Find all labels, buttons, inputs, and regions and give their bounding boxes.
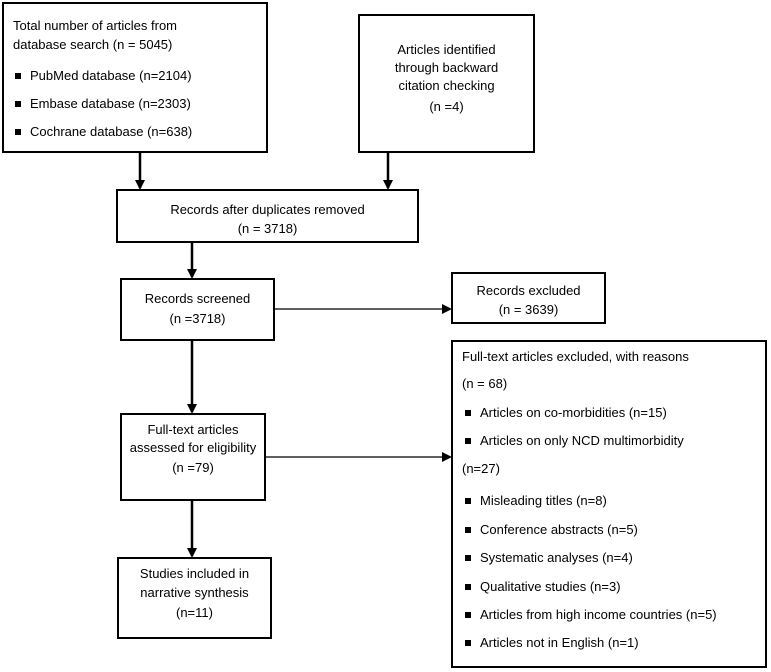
exclusion-reason-label: Articles not in English (n=1) — [480, 635, 639, 650]
exclusion-reason-continuation: (n=27) — [462, 461, 500, 476]
bullet-icon — [15, 128, 21, 135]
exclusion-reason: Articles from high income countries (n=5… — [465, 606, 717, 623]
backward-citation-line1: Articles identified — [397, 42, 496, 57]
bullet-icon — [465, 583, 471, 590]
records-excluded-count: (n = 3639) — [498, 302, 559, 317]
bullet-icon — [465, 639, 471, 646]
eligibility-box: Full-text articles assessed for eligibil… — [120, 413, 266, 501]
backward-citation-count: (n =4) — [429, 99, 464, 114]
bullet-icon — [465, 497, 471, 504]
exclusion-reason: Conference abstracts (n=5) — [465, 521, 638, 538]
studies-included-box: Studies included in narrative synthesis … — [117, 557, 272, 639]
eligibility-count: (n =79) — [172, 460, 214, 475]
backward-citation-line2: through backward — [394, 60, 499, 75]
exclusion-reason: Articles on only NCD multimorbidity — [465, 432, 684, 449]
bullet-icon — [465, 409, 471, 416]
bullet-icon — [465, 611, 471, 618]
exclusion-reason-label: Systematic analyses (n=4) — [480, 550, 633, 565]
records-excluded-label: Records excluded — [476, 283, 581, 298]
database-item: Embase database (n=2303) — [15, 95, 191, 112]
duplicates-removed-box: Records after duplicates removed (n = 37… — [116, 189, 419, 243]
database-item: Cochrane database (n=638) — [15, 123, 192, 140]
exclusion-reason-label: Conference abstracts (n=5) — [480, 522, 638, 537]
exclusion-reason-label: Articles on co-morbidities (n=15) — [480, 405, 667, 420]
database-item-label: PubMed database (n=2104) — [30, 68, 192, 83]
records-excluded-box: Records excluded (n = 3639) — [451, 272, 606, 324]
records-screened-box: Records screened (n =3718) — [120, 278, 275, 341]
records-screened-count: (n =3718) — [169, 311, 226, 326]
eligibility-line1: Full-text articles — [147, 422, 239, 437]
studies-included-line2: narrative synthesis — [140, 585, 249, 600]
backward-citation-box: Articles identified through backward cit… — [358, 14, 535, 153]
database-item-label: Embase database (n=2303) — [30, 96, 191, 111]
fulltext-excluded-box: Full-text articles excluded, with reason… — [451, 340, 767, 668]
backward-citation-line3: citation checking — [398, 78, 495, 93]
exclusion-reason: Articles on co-morbidities (n=15) — [465, 404, 667, 421]
exclusion-reason-label: Articles from high income countries (n=5… — [480, 607, 717, 622]
database-item: PubMed database (n=2104) — [15, 67, 192, 84]
exclusion-reason: Articles not in English (n=1) — [465, 634, 639, 651]
exclusion-reason-label: Qualitative studies (n=3) — [480, 579, 621, 594]
bullet-icon — [465, 526, 471, 533]
fulltext-excluded-count: (n = 68) — [462, 376, 508, 391]
studies-included-count: (n=11) — [176, 605, 213, 620]
studies-included-line1: Studies included in — [139, 566, 250, 581]
bullet-icon — [465, 437, 471, 444]
database-search-box: Total number of articles from database s… — [2, 2, 268, 153]
eligibility-line2: assessed for eligibility — [129, 440, 257, 455]
records-screened-label: Records screened — [144, 291, 251, 306]
bullet-icon — [15, 100, 21, 107]
exclusion-reason: Qualitative studies (n=3) — [465, 578, 621, 595]
duplicates-removed-label: Records after duplicates removed — [170, 202, 365, 217]
duplicates-removed-count: (n = 3718) — [237, 221, 298, 236]
database-search-title-line2: database search (n = 5045) — [13, 37, 173, 52]
database-item-label: Cochrane database (n=638) — [30, 124, 193, 139]
bullet-icon — [465, 554, 471, 561]
exclusion-reason-label: Articles on only NCD multimorbidity — [480, 433, 684, 448]
bullet-icon — [15, 72, 21, 79]
exclusion-reason: Systematic analyses (n=4) — [465, 549, 633, 566]
fulltext-excluded-title: Full-text articles excluded, with reason… — [462, 349, 689, 364]
exclusion-reason: Misleading titles (n=8) — [465, 492, 607, 509]
database-search-title-line1: Total number of articles from — [13, 18, 178, 33]
exclusion-reason-label: Misleading titles (n=8) — [480, 493, 607, 508]
